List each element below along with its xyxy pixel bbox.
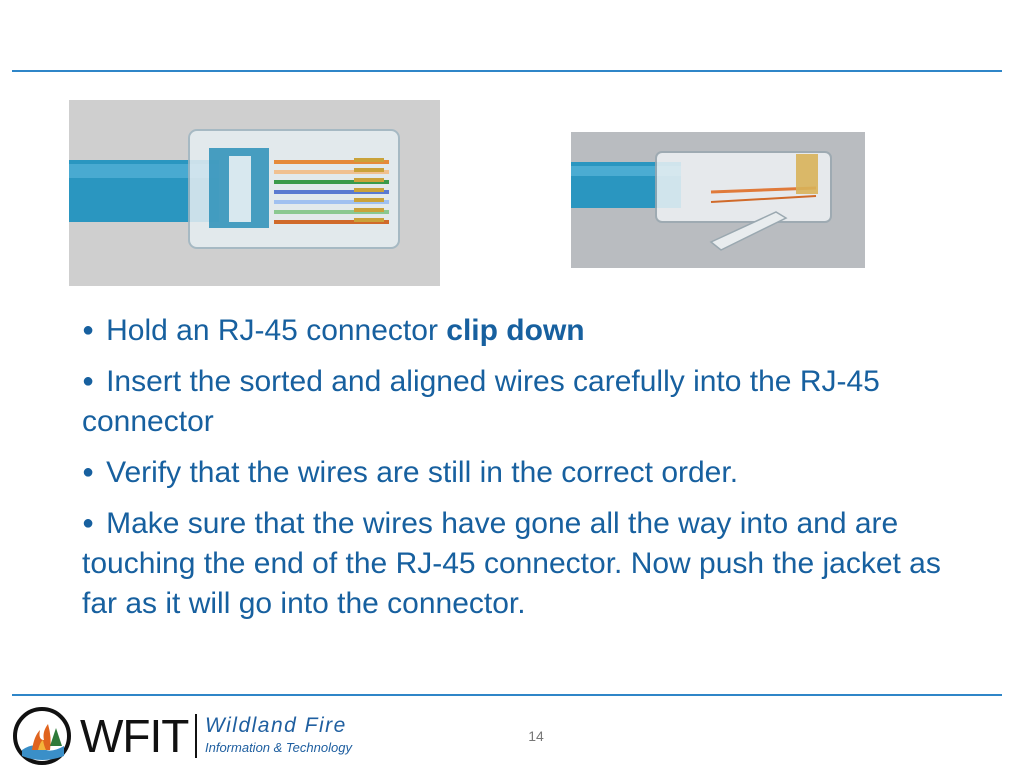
bullet-marker: ● <box>82 461 95 483</box>
bullet-marker: ● <box>82 370 95 392</box>
connector-side-view-illustration <box>571 132 865 268</box>
bullet-text: Make sure that the wires have gone all t… <box>82 507 941 620</box>
bullet-marker: ● <box>82 319 95 341</box>
connector-photo-side-view <box>571 132 865 268</box>
bullet-text: Insert the sorted and aligned wires care… <box>82 365 880 438</box>
bullet-emphasis: clip down <box>446 314 585 347</box>
bullet-text: Hold an RJ-45 connector <box>106 314 447 347</box>
page-number: 14 <box>528 728 544 744</box>
wfit-emblem-icon <box>13 707 71 765</box>
logo-divider <box>195 714 197 758</box>
bullet-item: ●Insert the sorted and aligned wires car… <box>82 361 982 442</box>
bullet-marker: ● <box>82 512 95 534</box>
bullet-list: ●Hold an RJ-45 connector clip down ●Inse… <box>82 310 982 634</box>
wfit-logo: WFIT Wildland Fire Information & Technol… <box>12 706 372 765</box>
bullet-text: Verify that the wires are still in the c… <box>106 456 739 489</box>
logo-tagline-secondary: Information & Technology <box>205 740 352 755</box>
bottom-divider <box>12 694 1002 696</box>
logo-acronym: WFIT <box>80 710 189 762</box>
connector-photo-top-view <box>69 100 440 286</box>
bullet-item: ● Verify that the wires are still in the … <box>82 452 982 493</box>
connector-top-view-illustration <box>69 100 440 286</box>
logo-tagline-primary: Wildland Fire <box>205 714 347 737</box>
bullet-item: ●Make sure that the wires have gone all … <box>82 503 982 624</box>
top-divider <box>12 70 1002 72</box>
bullet-item: ● Hold an RJ-45 connector clip down <box>82 310 982 351</box>
